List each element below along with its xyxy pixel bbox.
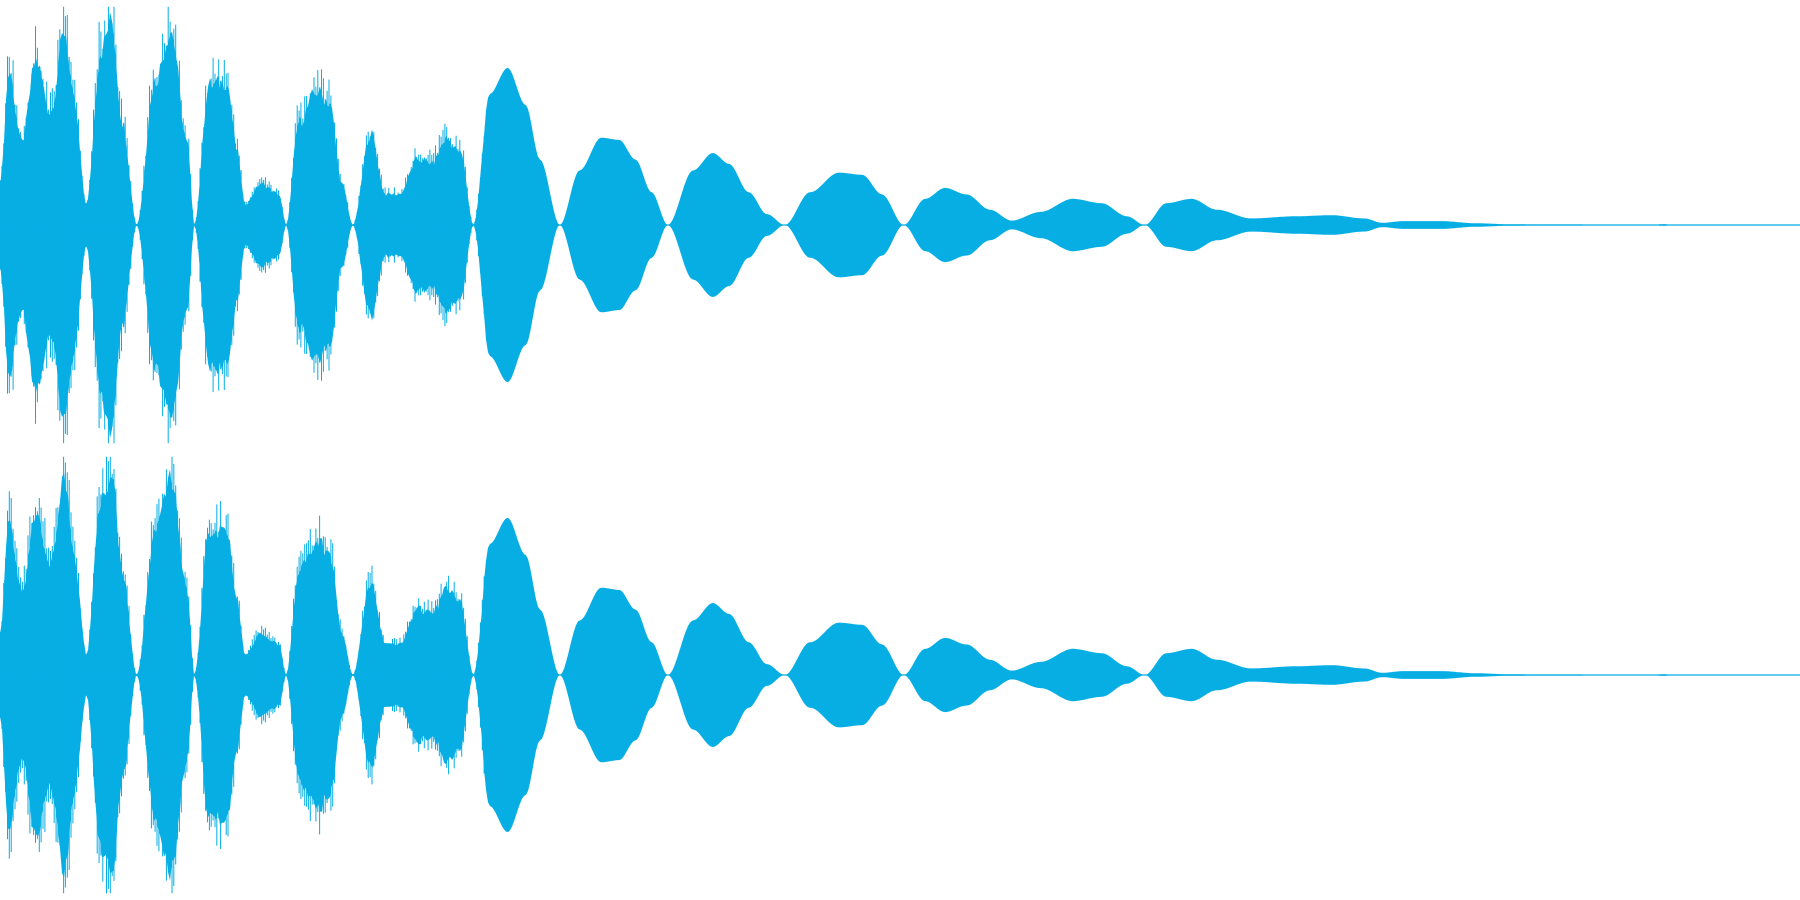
waveform-channel-left[interactable] — [0, 6, 1800, 444]
waveform-channel-right[interactable] — [0, 456, 1800, 894]
